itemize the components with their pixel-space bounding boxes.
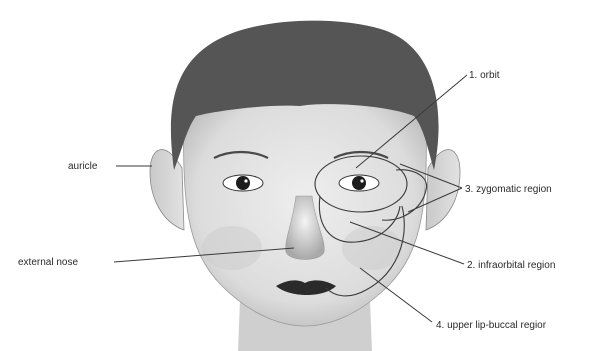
right-eye <box>339 175 379 191</box>
label-orbit: 1. orbit <box>469 70 500 81</box>
left-ear <box>150 150 184 230</box>
label-external-nose: external nose <box>18 257 78 268</box>
label-auricle: auricle <box>68 161 98 172</box>
right-cheek-shade <box>342 226 402 270</box>
left-eye <box>223 175 263 191</box>
left-cheek-shade <box>202 226 262 270</box>
label-zygomatic-region: 3. zygomatic region <box>465 184 552 195</box>
right-ear <box>426 150 460 230</box>
label-upper-lip-buccal-region: 4. upper lip-buccal regior <box>436 320 547 331</box>
label-infraorbital-region: 2. infraorbital region <box>467 260 555 271</box>
